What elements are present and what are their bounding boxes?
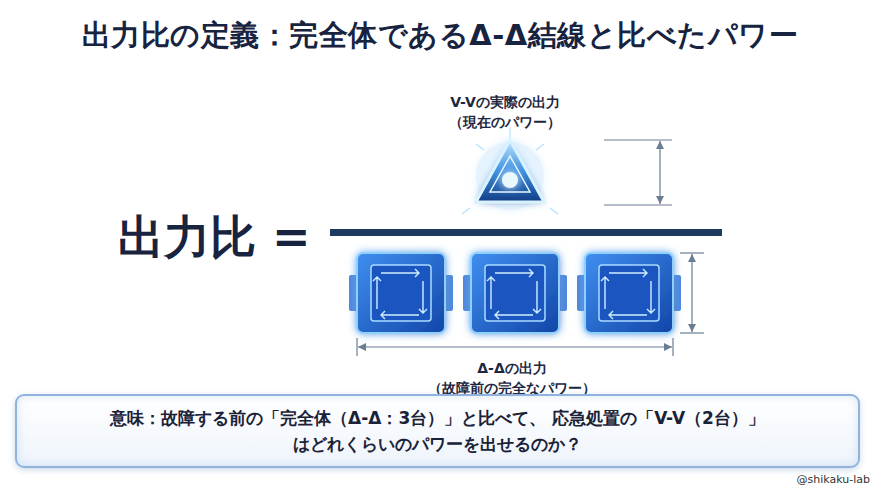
dimension-line bbox=[357, 253, 704, 356]
meaning-band: 意味：故障する前の「完全体（Δ-Δ：3台）」と比べて、 応急処置の「V-V（2台… bbox=[15, 394, 860, 468]
triangle-icon bbox=[462, 128, 558, 214]
title: 出力比の定義：完全体であるΔ-Δ結線と比べたパワー bbox=[82, 16, 798, 56]
formula-label: 出力比 = bbox=[118, 207, 311, 269]
transformer-icons bbox=[349, 253, 681, 333]
band-text: 意味：故障する前の「完全体（Δ-Δ：3台）」と比べて、 応急処置の「V-V（2台… bbox=[37, 405, 838, 458]
numerator-note: （現在のパワー） bbox=[449, 114, 561, 132]
dimension-line bbox=[604, 140, 672, 205]
fraction-bar bbox=[330, 229, 722, 236]
denominator-label: Δ-Δの出力 bbox=[477, 360, 546, 378]
band-text-wrap: 意味：故障する前の「完全体（Δ-Δ：3台）」と比べて、 応急処置の「V-V（2台… bbox=[17, 405, 858, 458]
numerator-label: V-Vの実際の出力 bbox=[450, 94, 559, 112]
watermark: @shikaku-lab bbox=[797, 473, 870, 486]
